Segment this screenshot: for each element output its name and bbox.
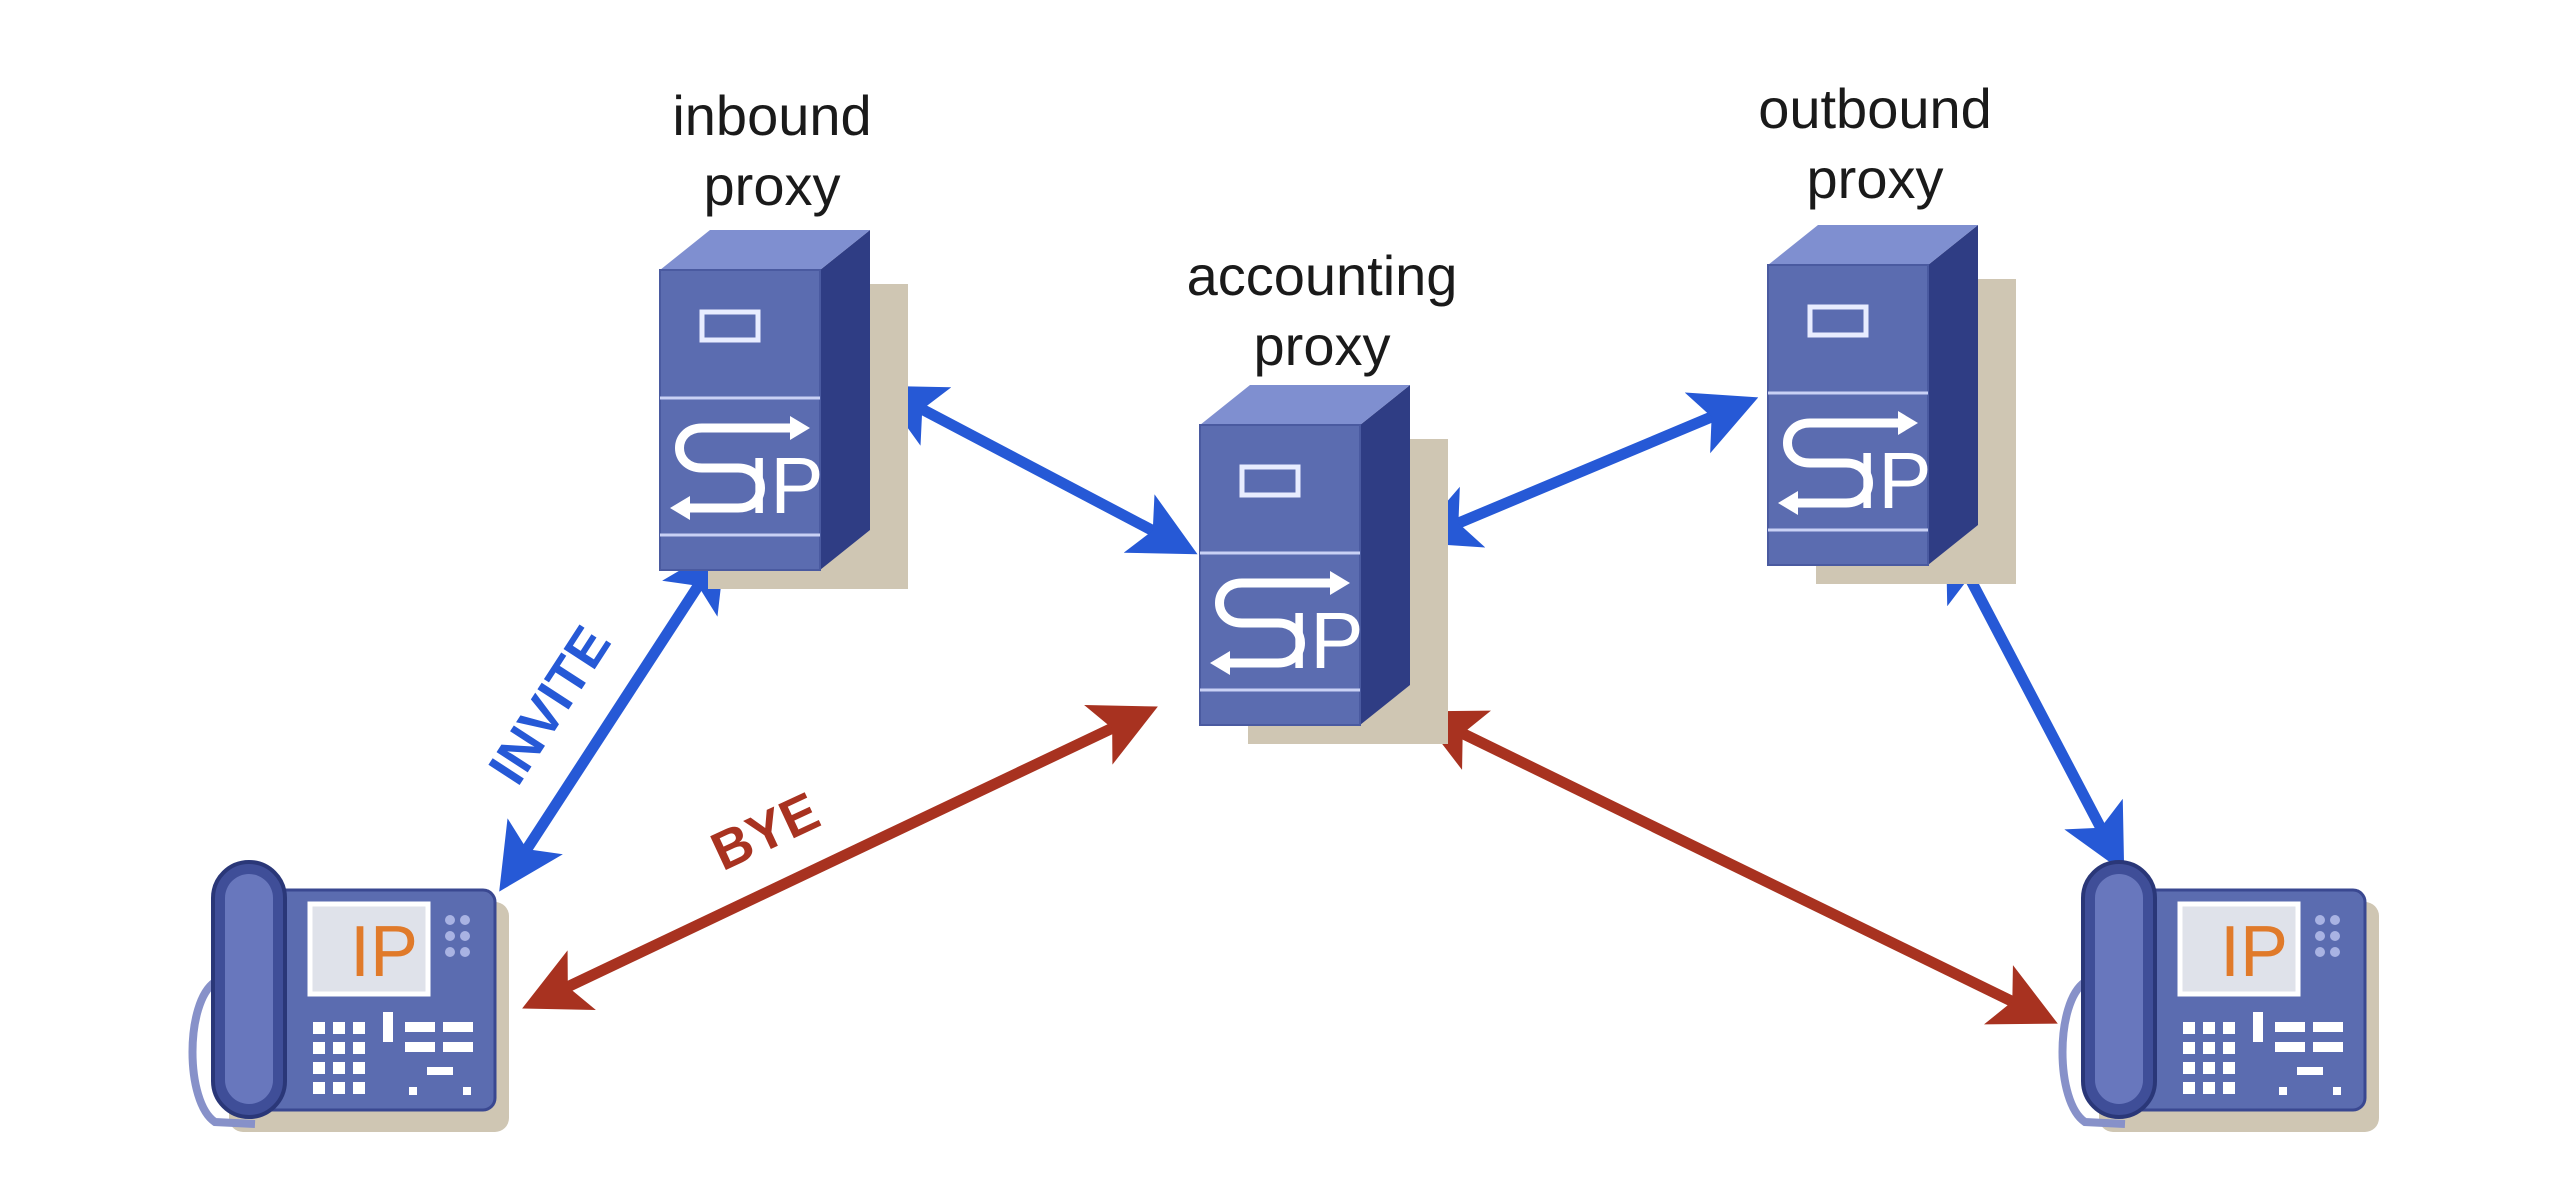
accounting-proxy-label-line1: accounting (1187, 244, 1458, 307)
arrow-inbound-accounting (877, 385, 1198, 555)
arrow-outbound-phone-right (1945, 532, 2125, 873)
arrow-accounting-phone-right (1417, 710, 2058, 1025)
outbound-proxy-label-line1: outbound (1758, 77, 1992, 140)
accounting-proxy: accounting proxy (1187, 244, 1458, 744)
inbound-proxy-label-line1: inbound (672, 84, 871, 147)
ip-phone-right: IP (2063, 862, 2380, 1132)
phone-left-screen-text: IP (350, 912, 418, 992)
sip-server-icon (1200, 385, 1448, 744)
accounting-proxy-label-line2: proxy (1254, 314, 1391, 377)
sip-server-icon (1768, 225, 2016, 584)
phone-right-screen-text: IP (2220, 912, 2288, 992)
sip-server-icon (660, 230, 908, 589)
ip-phone-icon (193, 862, 510, 1132)
arrow-bye (522, 705, 1158, 1010)
outbound-proxy-label-line2: proxy (1807, 147, 1944, 210)
ip-phone-icon (2063, 862, 2380, 1132)
inbound-proxy: inbound proxy (660, 84, 908, 589)
inbound-proxy-label-line2: proxy (704, 154, 841, 217)
invite-label: INVITE (477, 616, 622, 795)
arrow-accounting-outbound (1411, 392, 1759, 548)
outbound-proxy: outbound proxy (1758, 77, 2016, 584)
ip-phone-left: IP (193, 862, 510, 1132)
